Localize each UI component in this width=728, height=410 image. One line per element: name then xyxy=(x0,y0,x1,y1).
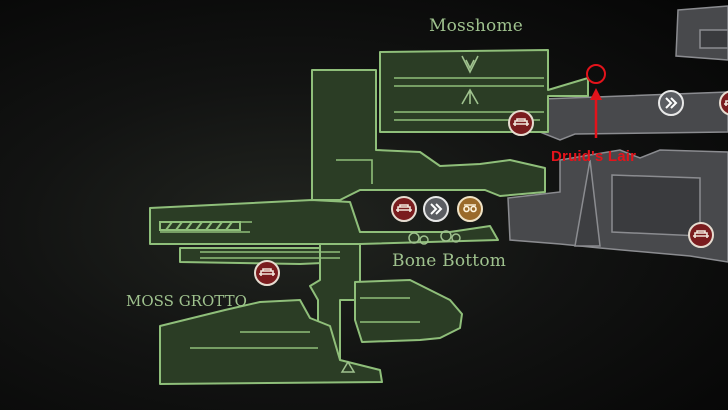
area-label-bone-bottom: Bone Bottom xyxy=(392,251,507,271)
area-label-moss-grotto: MOSS GROTTO xyxy=(126,292,247,310)
bench-icon xyxy=(396,204,412,212)
druids-lair-pin xyxy=(586,64,606,84)
fast-travel-icon xyxy=(665,97,678,109)
bench-marker[interactable] xyxy=(719,90,728,116)
bench-marker[interactable] xyxy=(391,196,417,222)
bench-icon xyxy=(259,268,275,276)
hatched-platform xyxy=(159,221,241,231)
druids-lair-label: Druid's Lair xyxy=(551,148,637,165)
fast-travel-marker[interactable] xyxy=(423,196,449,222)
vendor-marker[interactable] xyxy=(457,196,483,222)
area-label-mosshome: Mosshome xyxy=(429,16,524,36)
fast-travel-marker[interactable] xyxy=(658,90,684,116)
unexplored-region xyxy=(507,5,728,263)
bench-icon xyxy=(513,118,529,126)
bench-marker[interactable] xyxy=(254,260,280,286)
foliage-decoration xyxy=(340,230,461,373)
druids-lair-arrow xyxy=(590,88,602,138)
mosshome-ornament xyxy=(461,55,479,105)
vendor-icon xyxy=(463,204,477,213)
bench-icon xyxy=(693,230,709,238)
bench-marker[interactable] xyxy=(688,222,714,248)
bench-icon xyxy=(724,100,728,106)
fast-travel-icon xyxy=(430,203,443,215)
bench-marker[interactable] xyxy=(508,110,534,136)
